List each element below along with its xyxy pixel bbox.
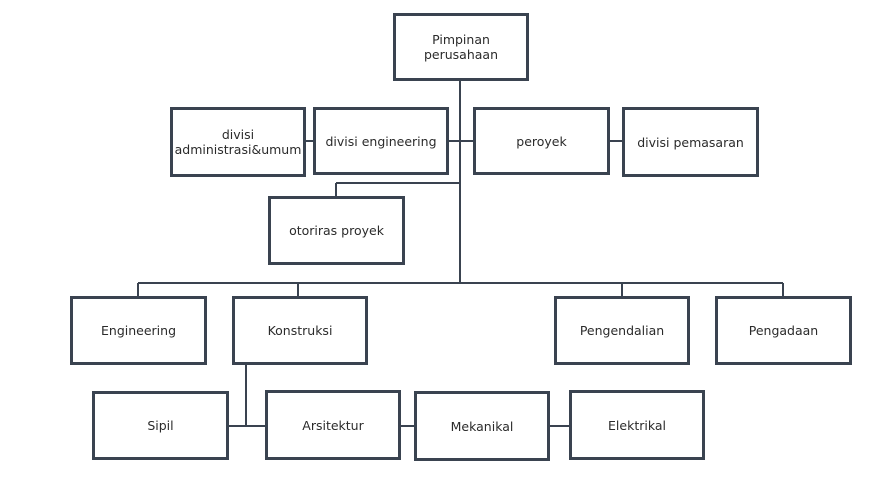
node-pengadaan: Pengadaan xyxy=(715,296,852,365)
node-pengendalian: Pengendalian xyxy=(554,296,690,365)
node-label: divisi administrasi&umum xyxy=(174,127,302,157)
node-label: divisi engineering xyxy=(325,133,437,149)
node-elektrikal: Elektrikal xyxy=(569,390,705,460)
node-divisi-engineering: divisi engineering xyxy=(313,107,449,175)
node-peroyek: peroyek xyxy=(473,107,610,175)
node-pimpinan-perusahaan: Pimpinan perusahaan xyxy=(393,13,529,81)
node-sipil: Sipil xyxy=(92,391,229,460)
node-label: Pengadaan xyxy=(748,323,819,338)
node-engineering: Engineering xyxy=(70,296,207,365)
node-label: Engineering xyxy=(101,323,176,338)
node-label: Mekanikal xyxy=(450,418,514,434)
node-arsitektur: Arsitektur xyxy=(265,390,401,460)
node-label: divisi pemasaran xyxy=(637,134,744,150)
node-label: Pengendalian xyxy=(579,323,665,338)
node-mekanikal: Mekanikal xyxy=(414,391,550,461)
node-otoriras-proyek: otoriras proyek xyxy=(268,196,405,265)
node-label: Arsitektur xyxy=(302,417,364,433)
node-label: otoriras proyek xyxy=(289,223,384,238)
node-label: Pimpinan perusahaan xyxy=(423,32,499,62)
node-konstruksi: Konstruksi xyxy=(232,296,368,365)
node-label: Elektrikal xyxy=(608,417,666,433)
node-label: Konstruksi xyxy=(267,323,333,338)
node-label: peroyek xyxy=(516,133,567,149)
node-divisi-administrasi-umum: divisi administrasi&umum xyxy=(170,107,306,177)
node-label: Sipil xyxy=(147,418,174,433)
node-divisi-pemasaran: divisi pemasaran xyxy=(622,107,759,177)
